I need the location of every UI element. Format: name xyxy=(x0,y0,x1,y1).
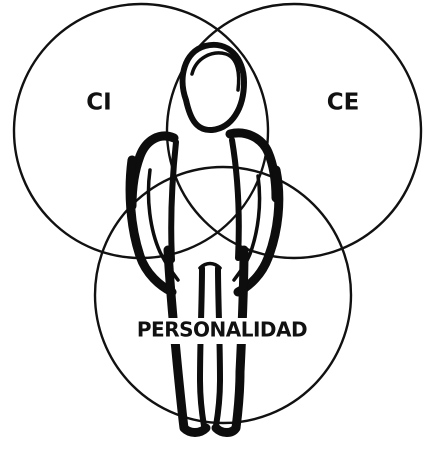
label-ce: CE xyxy=(327,90,360,116)
personalidad-label-backing xyxy=(131,318,313,344)
person-torso-left xyxy=(168,139,179,263)
person-left-leg xyxy=(163,245,211,437)
person-torso-right xyxy=(229,137,242,261)
person-crotch xyxy=(198,261,222,270)
person-figure-icon xyxy=(125,41,284,437)
circle-personalidad xyxy=(93,165,353,425)
person-right-arm xyxy=(233,165,284,297)
person-left-leg-inner xyxy=(197,265,207,429)
person-left-arm xyxy=(125,155,177,297)
person-right-leg xyxy=(211,245,249,437)
label-personalidad: PERSONALIDAD xyxy=(137,318,307,342)
circle-ce xyxy=(165,2,423,260)
person-head xyxy=(179,41,247,133)
person-right-leg-inner xyxy=(213,265,223,429)
person-head-sketch xyxy=(190,51,241,92)
label-ci: CI xyxy=(86,90,111,116)
